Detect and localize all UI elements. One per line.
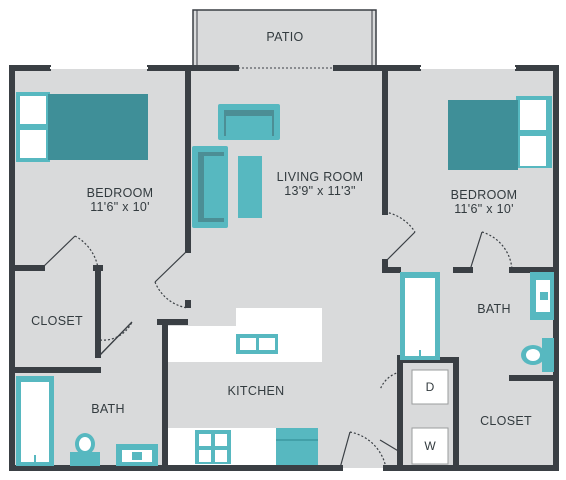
bedroom-left-label: BEDROOM 11'6" x 10' xyxy=(70,186,170,214)
living-room-label: LIVING ROOM 13'9" x 11'3" xyxy=(260,170,380,198)
bed-icon xyxy=(448,96,552,170)
sink-icon xyxy=(530,272,554,320)
door-swings xyxy=(41,211,513,469)
washer-icon xyxy=(411,427,449,465)
room-name: BATH xyxy=(91,402,125,416)
room-dims: 11'6" x 10' xyxy=(454,202,514,216)
sink-icon xyxy=(116,444,158,466)
loveseat-icon xyxy=(218,104,280,140)
floor xyxy=(12,10,556,468)
dryer-icon xyxy=(411,369,449,405)
toilet-icon xyxy=(70,433,100,466)
patio-outline xyxy=(192,9,377,68)
bath-right-label: BATH xyxy=(464,302,524,316)
bed-icon xyxy=(16,92,148,162)
closet-right-label: CLOSET xyxy=(470,414,542,428)
fridge-icon xyxy=(276,428,318,465)
sink-icon xyxy=(236,334,278,354)
dryer-label: D xyxy=(426,380,435,394)
room-dims: 11'6" x 10' xyxy=(90,200,150,214)
sofa-icon xyxy=(192,146,228,228)
bedroom-right-label: BEDROOM 11'6" x 10' xyxy=(434,188,534,216)
room-name: CLOSET xyxy=(480,414,532,428)
patio-label: PATIO xyxy=(246,30,324,44)
stove-icon xyxy=(195,430,231,464)
bath-left-label: BATH xyxy=(78,402,138,416)
kitchen-island xyxy=(168,308,322,362)
washer-label: W xyxy=(424,439,436,453)
room-name: PATIO xyxy=(266,30,304,44)
room-name: BATH xyxy=(477,302,511,316)
bathtub-icon xyxy=(400,272,440,360)
room-name: KITCHEN xyxy=(227,384,285,398)
room-name: LIVING ROOM xyxy=(276,170,364,184)
walls xyxy=(9,65,559,471)
kitchen-label: KITCHEN xyxy=(216,384,296,398)
room-name: BEDROOM xyxy=(450,188,518,202)
closet-left-label: CLOSET xyxy=(22,314,92,328)
bathtub-icon xyxy=(16,376,54,466)
room-dims: 13'9" x 11'3" xyxy=(284,184,356,198)
toilet-icon xyxy=(521,338,554,372)
room-name: CLOSET xyxy=(31,314,83,328)
coffee-table-icon xyxy=(238,156,262,218)
room-name: BEDROOM xyxy=(86,186,154,200)
